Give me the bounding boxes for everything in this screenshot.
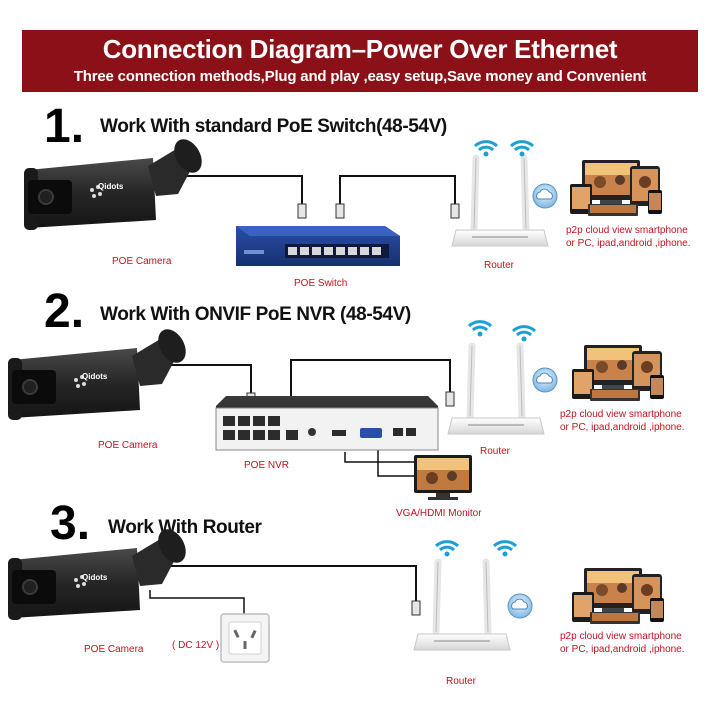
wifi-icon xyxy=(467,320,493,338)
cloud-caption-line2: or PC, ipad,android ,iphone. xyxy=(560,644,685,655)
wifi-icon xyxy=(434,540,460,558)
poe-switch-icon xyxy=(236,226,400,266)
switch-label: POE Switch xyxy=(294,278,348,289)
cloud-caption-line2: or PC, ipad,android ,iphone. xyxy=(560,422,685,433)
wifi-icon xyxy=(509,140,535,158)
device-collage-icon xyxy=(572,345,664,401)
router-icon xyxy=(414,562,510,650)
wifi-icon xyxy=(492,540,518,558)
power-outlet-icon xyxy=(220,613,270,663)
section-2-diagram: Qidots xyxy=(7,320,664,500)
cloud-icon xyxy=(532,183,558,209)
banner-subtitle: Three connection methods,Plug and play ,… xyxy=(73,68,647,85)
section-1-heading: Work With standard PoE Switch(48-54V) xyxy=(100,116,447,137)
router-icon xyxy=(452,158,548,246)
router-label: Router xyxy=(446,676,477,687)
power-label: ( DC 12V ) xyxy=(172,640,220,651)
wifi-icon xyxy=(511,325,537,343)
camera-brand: Qidots xyxy=(82,372,108,381)
router-label: Router xyxy=(484,260,515,271)
camera-label: POE Camera xyxy=(98,440,158,451)
cloud-caption-line2: or PC, ipad,android ,iphone. xyxy=(566,238,691,249)
device-collage-icon xyxy=(572,568,664,624)
cloud-icon xyxy=(532,367,558,393)
camera-brand: Qidots xyxy=(98,182,124,191)
router-label: Router xyxy=(480,446,511,457)
camera-brand: Qidots xyxy=(82,573,108,582)
section-1-diagram: Qidots xyxy=(23,133,662,266)
section-3-heading: Work With Router xyxy=(108,517,262,538)
section-3-diagram: Qidots xyxy=(7,523,664,663)
section-2-heading: Work With ONVIF PoE NVR (48-54V) xyxy=(100,304,411,325)
camera-label: POE Camera xyxy=(112,256,172,267)
cloud-caption-line1: p2p cloud view smartphone xyxy=(560,631,682,642)
section-2-number: 2. xyxy=(44,285,85,338)
cloud-caption-line1: p2p cloud view smartphone xyxy=(560,409,682,420)
banner-title: Connection Diagram–Power Over Ethernet xyxy=(102,34,618,64)
cloud-caption-line1: p2p cloud view smartphone xyxy=(566,225,688,236)
wifi-icon xyxy=(473,140,499,158)
router-icon xyxy=(448,346,544,434)
camera-label: POE Camera xyxy=(84,644,144,655)
section-3-number: 3. xyxy=(50,497,91,550)
section-1-number: 1. xyxy=(44,100,85,153)
nvr-icon xyxy=(215,396,439,451)
monitor-label: VGA/HDMI Monitor xyxy=(396,508,482,519)
cloud-icon xyxy=(507,593,533,619)
device-collage-icon xyxy=(570,160,662,216)
header-banner: Connection Diagram–Power Over Ethernet T… xyxy=(22,30,698,92)
nvr-label: POE NVR xyxy=(244,460,290,471)
monitor-icon xyxy=(414,455,472,500)
